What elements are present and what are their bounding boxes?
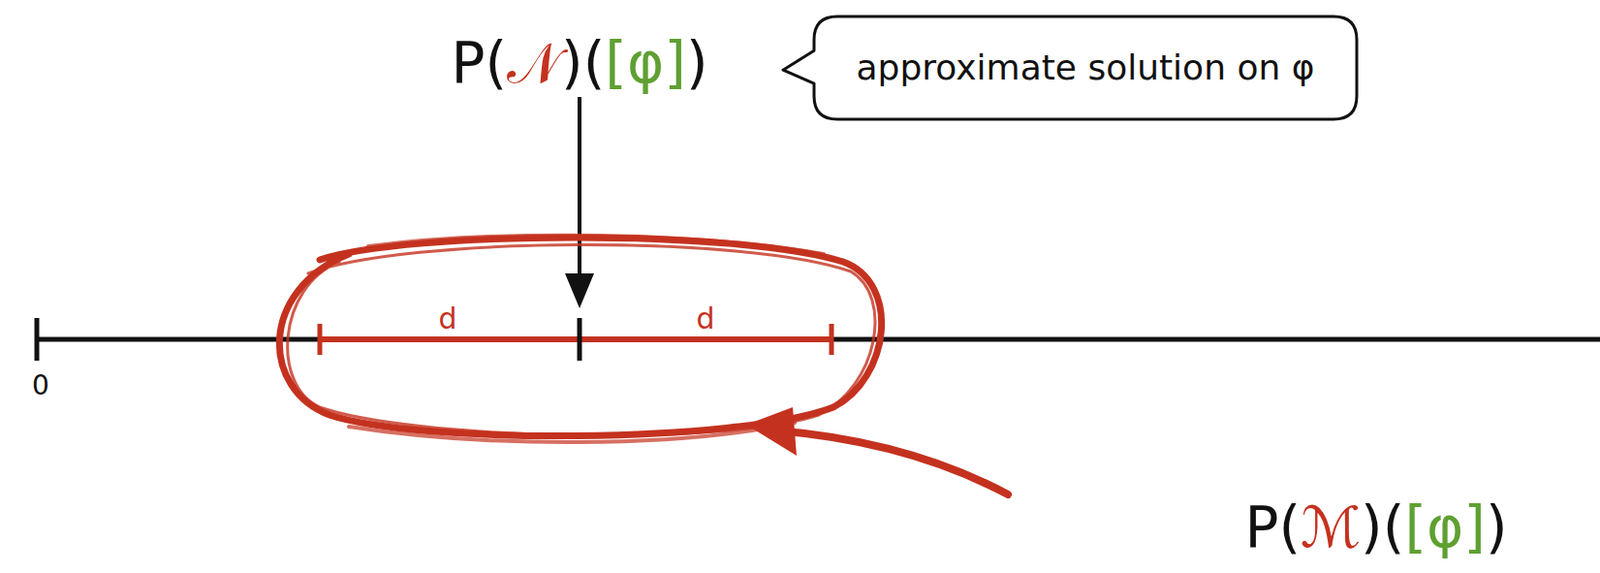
arrow-head	[564, 273, 595, 309]
axis-label: 0	[31, 371, 50, 402]
number-line	[36, 337, 1600, 343]
pointer-line	[577, 96, 582, 277]
arrow-head	[746, 407, 797, 456]
bubble-text: approximate solution on φ	[841, 46, 1330, 89]
formula-label: P(ℳ)([φ])	[1244, 497, 1507, 560]
distance-label: d	[438, 302, 457, 335]
callout-arrow	[775, 430, 1008, 495]
formula-label: P(𝒩)([φ])	[450, 32, 708, 95]
speech-bubble: approximate solution on φ	[812, 14, 1359, 122]
interval	[319, 336, 832, 343]
origin-tick	[34, 317, 40, 361]
interval-tick	[829, 323, 835, 355]
distance-label: d	[695, 302, 715, 335]
bubble-shape	[783, 16, 1357, 120]
center-tick	[577, 317, 583, 361]
interval-tick	[317, 323, 323, 355]
